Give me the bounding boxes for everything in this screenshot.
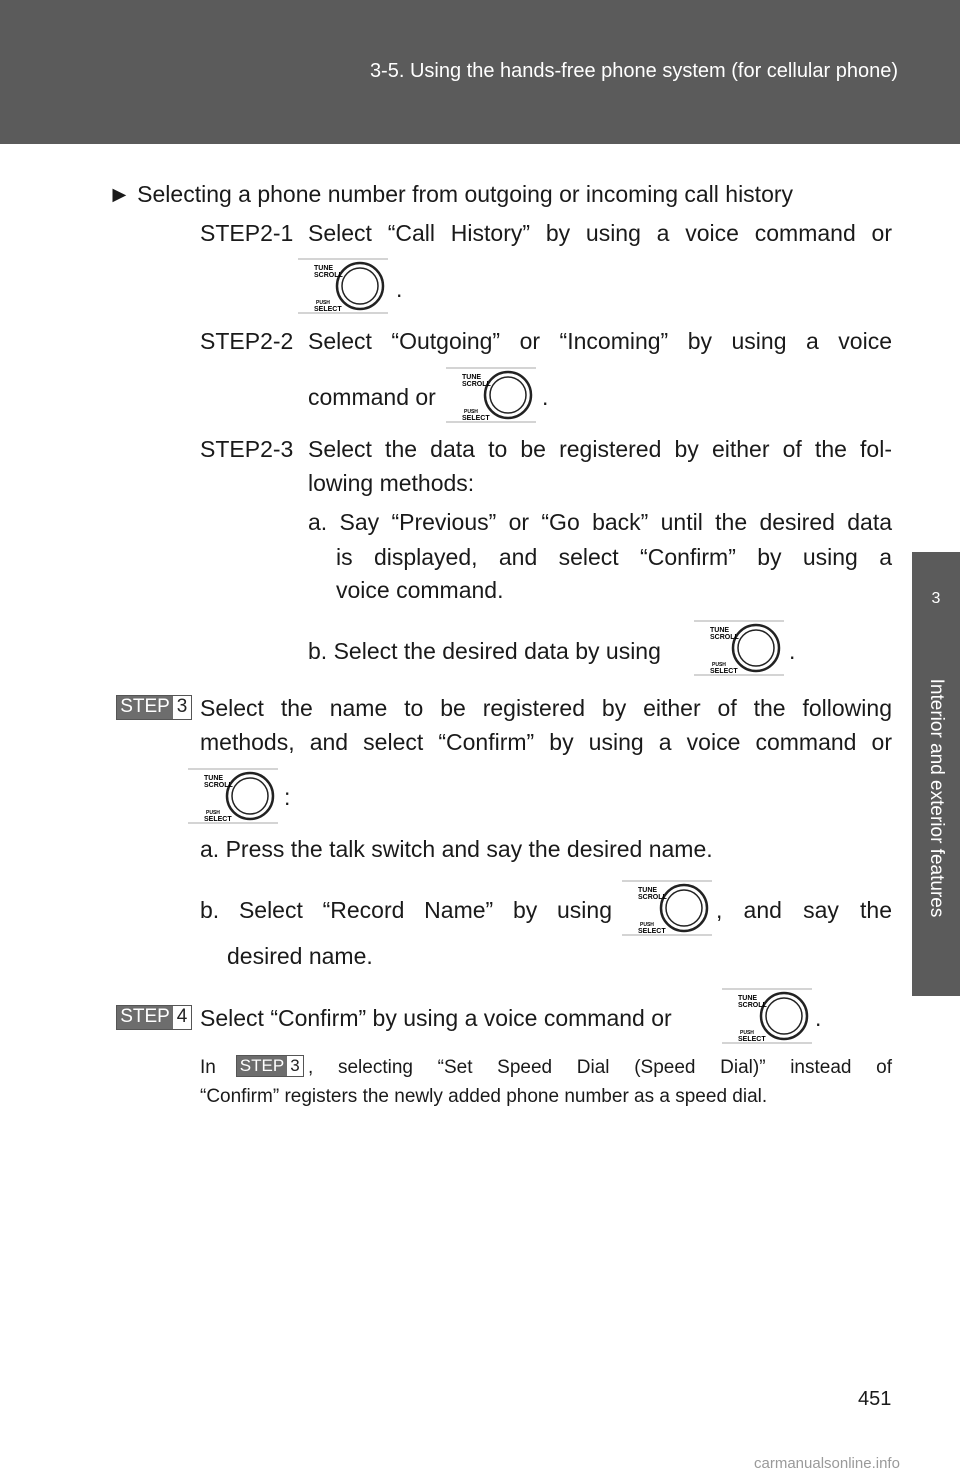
- chapter-label: Interior and exterior features: [926, 678, 947, 918]
- step3-text-2: methods, and select “Confirm” by using a…: [200, 729, 892, 755]
- svg-text:TUNE: TUNE: [738, 995, 757, 1002]
- step-badge-number: 3: [176, 696, 188, 717]
- step3-option-b-mid: , and say the: [716, 897, 892, 923]
- svg-text:SELECT: SELECT: [638, 928, 666, 935]
- svg-text:SELECT: SELECT: [204, 816, 232, 823]
- step2-3-text-2: lowing methods:: [308, 470, 475, 496]
- svg-text:PUSH: PUSH: [740, 1030, 754, 1036]
- watermark-text: carmanualsonline.info: [754, 1455, 900, 1472]
- step3-option-b: b. Select “Record Name” by using: [200, 897, 612, 923]
- tune-select-knob-icon: TUNE SCROLL PUSH SELECT: [722, 988, 812, 1044]
- svg-text:PUSH: PUSH: [640, 922, 654, 928]
- step4-text: Select “Confirm” by using a voice comman…: [200, 1005, 672, 1031]
- note-text: , selecting “Set Speed Dial (Speed Dial)…: [308, 1057, 892, 1078]
- svg-text:PUSH: PUSH: [316, 300, 330, 306]
- step2-3-text: Select the data to be registered by eith…: [308, 436, 892, 462]
- step3-option-b-2: desired name.: [227, 943, 373, 969]
- note-prefix: In: [200, 1057, 216, 1078]
- svg-text:PUSH: PUSH: [712, 662, 726, 668]
- step2-2-period: .: [542, 384, 549, 410]
- svg-text:SCROLL: SCROLL: [638, 894, 668, 901]
- step3-text: Select the name to be registered by eith…: [200, 695, 892, 721]
- step-badge-number: 4: [176, 1006, 188, 1027]
- svg-text:TUNE: TUNE: [204, 775, 223, 782]
- header-title: 3-5. Using the hands-free phone system (…: [369, 60, 898, 82]
- chapter-side-tab: 3 Interior and exterior features: [912, 552, 960, 996]
- chapter-number: 3: [931, 590, 941, 607]
- tune-select-knob-icon: TUNE SCROLL PUSH SELECT: [298, 258, 388, 314]
- step2-2-text-2: command or: [308, 384, 436, 410]
- step2-3-option-b: b. Select the desired data by using: [308, 638, 661, 664]
- svg-text:SCROLL: SCROLL: [314, 272, 344, 279]
- step2-3-option-a-2: is displayed, and select “Confirm” by us…: [336, 544, 892, 570]
- step2-3-option-a: a. Say “Previous” or “Go back” until the…: [308, 509, 892, 535]
- step3-badge: STEP 3: [116, 695, 192, 720]
- svg-text:SCROLL: SCROLL: [462, 381, 492, 388]
- step3-option-a: a. Press the talk switch and say the des…: [200, 836, 713, 862]
- svg-text:SCROLL: SCROLL: [204, 782, 234, 789]
- svg-text:TUNE: TUNE: [638, 887, 657, 894]
- svg-text:TUNE: TUNE: [314, 265, 333, 272]
- tune-select-knob-icon: TUNE SCROLL PUSH SELECT: [694, 620, 784, 676]
- svg-text:SELECT: SELECT: [314, 306, 342, 313]
- step2-3-option-a-3: voice command.: [336, 577, 504, 603]
- svg-text:PUSH: PUSH: [464, 409, 478, 415]
- step4-period: .: [815, 1005, 822, 1031]
- step3-colon: :: [284, 784, 291, 810]
- step2-2-text: Select “Outgoing” or “Incoming” by using…: [308, 328, 892, 354]
- tune-select-knob-icon: TUNE SCROLL PUSH SELECT: [622, 880, 712, 936]
- step2-1-label: STEP2-1: [200, 220, 294, 246]
- section-heading: ► Selecting a phone number from outgoing…: [108, 181, 794, 207]
- step-badge-number: 3: [290, 1056, 300, 1075]
- step2-1-period: .: [396, 276, 403, 302]
- step4-badge: STEP 4: [116, 1005, 192, 1030]
- page-number: 451: [858, 1388, 892, 1410]
- svg-text:SELECT: SELECT: [462, 415, 490, 422]
- step-badge-label: STEP: [237, 1056, 287, 1076]
- svg-text:PUSH: PUSH: [206, 810, 220, 816]
- step2-3-option-b-period: .: [789, 638, 796, 664]
- tune-select-knob-icon: TUNE SCROLL PUSH SELECT: [188, 768, 278, 824]
- step2-3-label: STEP2-3: [200, 436, 294, 462]
- note-text-2: “Confirm” registers the newly added phon…: [200, 1086, 768, 1107]
- svg-text:SELECT: SELECT: [710, 668, 738, 675]
- svg-text:SCROLL: SCROLL: [710, 634, 740, 641]
- svg-text:TUNE: TUNE: [710, 627, 729, 634]
- step2-2-label: STEP2-2: [200, 328, 294, 354]
- svg-text:SCROLL: SCROLL: [738, 1002, 768, 1009]
- page-header: 3-5. Using the hands-free phone system (…: [0, 0, 960, 144]
- note-step3-badge: STEP 3: [236, 1055, 304, 1077]
- svg-text:SELECT: SELECT: [738, 1036, 766, 1043]
- svg-text:TUNE: TUNE: [462, 374, 481, 381]
- step-badge-label: STEP: [117, 696, 173, 719]
- step2-1-text: Select “Call History” by using a voice c…: [308, 220, 892, 246]
- step-badge-label: STEP: [117, 1006, 173, 1029]
- tune-select-knob-icon: TUNE SCROLL PUSH SELECT: [446, 367, 536, 423]
